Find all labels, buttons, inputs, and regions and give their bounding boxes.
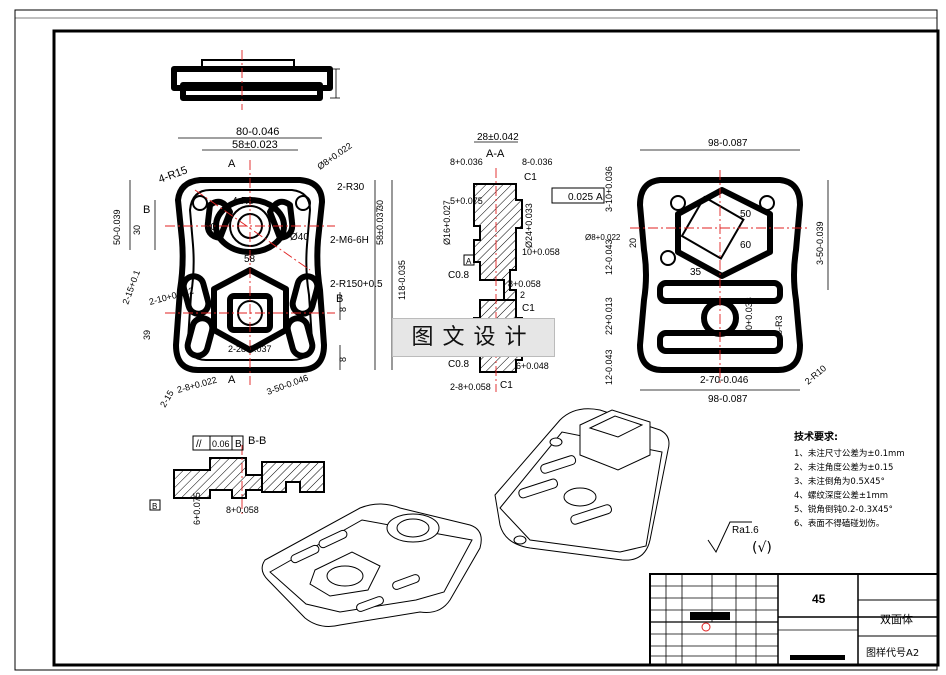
aa-chamfer-c08-bottom: C0.8	[448, 359, 470, 370]
front-dim-2-28: 2-28-0.037	[228, 344, 272, 354]
bb-dim-8: 8+0.058	[226, 505, 259, 515]
right-dim-d8: Ø8+0.022	[585, 233, 621, 242]
bb-tolerance-datum: B	[235, 439, 242, 450]
title-block-drawing-code: 图样代号A2	[866, 646, 919, 659]
aa-dim-28: 28±0.042	[477, 132, 519, 143]
right-dim-2-70: 2-70-0.046	[700, 375, 749, 386]
aa-datum-label: A	[466, 257, 472, 266]
tech-requirement-5: 5、锐角倒钝0.2-0.3X45°	[794, 504, 893, 515]
section-mark-a-bottom: A	[228, 374, 236, 386]
right-dim-30: 30+0.033	[744, 297, 754, 335]
tech-requirement-3: 3、未注倒角为0.5X45°	[794, 476, 885, 487]
bb-dim-6: 6+0.075	[192, 492, 202, 525]
bb-tolerance-frame	[192, 435, 244, 451]
title-block-part-name: 双面体	[880, 612, 913, 626]
bb-datum-box	[149, 499, 161, 511]
front-dim-d40: Ø40	[290, 232, 309, 243]
front-dim-m6: 2-M6-6H	[330, 235, 369, 246]
front-dim-2-15: 2-15+0.1	[120, 269, 142, 306]
right-dim-98-top: 98-0.087	[708, 138, 748, 149]
front-dim-39: 39	[142, 330, 152, 340]
aa-dim-5: 5+0.075	[450, 196, 483, 206]
bb-tolerance-symbol: //	[196, 439, 202, 450]
aa-dim-8a: 8+0.036	[450, 157, 483, 167]
front-dim-58-center: 58	[244, 254, 256, 265]
section-mark-a-top: A	[228, 158, 236, 170]
section-aa-label: A-A	[486, 148, 505, 160]
roughness-value: Ra1.6	[732, 525, 759, 536]
isometric-view-left	[261, 503, 482, 627]
watermark-text: 图文设计	[411, 325, 536, 350]
aa-dim-6: 6+0.048	[516, 361, 549, 371]
section-mark-b-left: B	[143, 204, 150, 216]
bb-tolerance-value: 0.06	[212, 439, 230, 449]
tech-requirement-4: 4、螺纹深度公差±1mm	[794, 490, 888, 501]
right-dim-2-r10: 2-R10	[803, 363, 828, 386]
front-dim-2-8: 2-8+0.022	[176, 375, 218, 395]
aa-dim-2-8: 2-8+0.058	[450, 382, 491, 392]
tech-requirements: 技术要求: 1、未注尺寸公差为±0.1mm 2、未注角度公差为±0.15 3、未…	[794, 430, 905, 529]
right-dim-12-lower: 12-0.043	[604, 349, 614, 385]
title-block-material: 45	[812, 592, 826, 606]
right-dim-8-r3: 8-R3	[774, 315, 784, 335]
right-dim-35: 35	[690, 267, 702, 278]
tech-requirement-2: 2、未注角度公差为±0.15	[794, 462, 893, 473]
aa-chamfer-c08-top: C0.8	[448, 270, 470, 281]
aa-tolerance-datum: A	[596, 192, 603, 203]
inner-frame	[52, 29, 940, 667]
aa-chamfer-c1-mid: C1	[522, 303, 535, 314]
section-mark-b-right: B	[336, 293, 343, 305]
right-dim-98-bottom: 98-0.087	[708, 394, 748, 405]
tech-requirements-title: 技术要求:	[794, 430, 838, 443]
front-dim-2r30: 2-R30	[337, 182, 365, 193]
front-dim-50: 50-0.039	[112, 209, 122, 245]
right-dim-50: 50	[740, 209, 752, 220]
front-dim-4r8: 4-R8	[232, 196, 254, 207]
front-view	[129, 137, 393, 385]
aa-chamfer-c1-top: C1	[524, 172, 537, 183]
front-dim-30-left: 30	[132, 225, 142, 235]
aa-datum-box	[463, 254, 475, 266]
right-dim-20: 20	[628, 238, 638, 248]
right-view	[630, 149, 829, 391]
right-dim-3-10: 3-10+0.036	[604, 166, 614, 212]
front-dim-3-50: 3-50-0.046	[265, 373, 309, 397]
front-dim-60: 60	[205, 222, 217, 233]
roughness-note: (√)	[752, 540, 772, 556]
front-dim-58-037: 58±0.037	[375, 208, 385, 245]
section-bb-label: B-B	[248, 435, 266, 447]
roughness-check-symbol	[707, 521, 752, 554]
isometric-view-right	[494, 408, 670, 561]
front-dim-d8: Ø8+0.022	[315, 141, 353, 172]
aa-dim-d16: Ø16+0.027	[442, 200, 452, 245]
tech-requirement-1: 1、未注尺寸公差为±0.1mm	[794, 448, 905, 459]
right-dim-12-upper: 12-0.043	[604, 239, 614, 275]
front-dim-8-b: 8	[338, 307, 348, 312]
front-dim-r150: 2-R150+0.5	[330, 279, 383, 290]
title-block	[649, 573, 939, 666]
right-dim-22: 22+0.013	[604, 297, 614, 335]
front-dim-80: 80-0.046	[236, 126, 279, 138]
aa-dim-2: 2	[520, 290, 525, 300]
aa-dim-8b: 8-0.036	[522, 157, 553, 167]
bb-datum-label: B	[152, 502, 157, 511]
aa-tolerance-frame	[551, 187, 605, 204]
front-dim-30-right: 30	[375, 200, 385, 210]
top-view	[171, 50, 340, 110]
front-dim-2-15-bottom: 2-15	[158, 388, 176, 409]
aa-dim-8c: 8+0.058	[508, 279, 541, 289]
tech-requirement-6: 6、表面不得磕碰划伤。	[794, 518, 884, 529]
section-bb-view	[173, 445, 325, 515]
front-dim-8-a: 8	[338, 357, 348, 362]
aa-dim-10: 10+0.058	[522, 247, 560, 257]
front-dim-118: 118-0.035	[397, 260, 407, 300]
aa-tolerance-value: 0.025	[568, 192, 593, 203]
right-dim-3-50: 3-50-0.039	[815, 221, 825, 265]
aa-dim-d24: Ø24+0.033	[524, 203, 534, 248]
aa-chamfer-c1-bottom: C1	[500, 380, 513, 391]
watermark-box: 图文设计	[392, 318, 555, 357]
front-dim-58: 58±0.023	[232, 139, 278, 151]
right-dim-60: 60	[740, 240, 752, 251]
